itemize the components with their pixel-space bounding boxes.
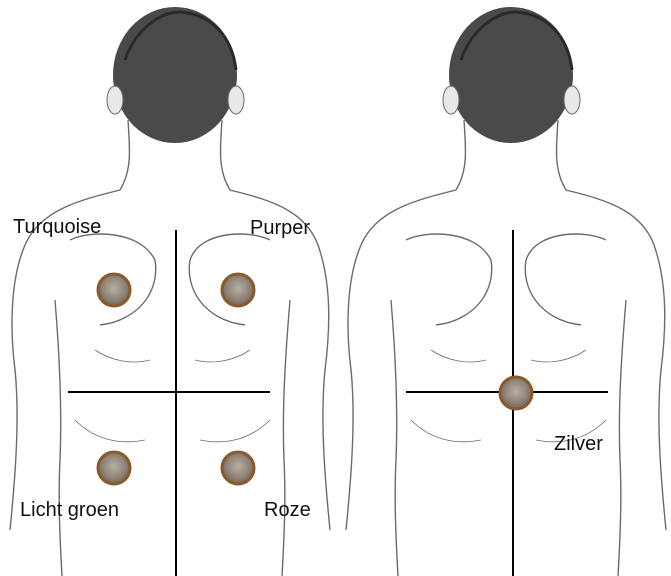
- right-back-figure: [336, 0, 671, 576]
- label-turquoise: Turquoise: [13, 217, 101, 237]
- label-licht-groen: Licht groen: [20, 500, 119, 520]
- left-back-figure-panel: Turquoise Purper Licht groen Roze: [0, 0, 335, 576]
- dot-top-right: [222, 274, 254, 306]
- left-back-figure: [0, 0, 335, 576]
- dot-center: [500, 377, 532, 409]
- dot-top-left: [98, 274, 130, 306]
- label-roze: Roze: [264, 500, 311, 520]
- dot-bottom-right: [222, 452, 254, 484]
- label-zilver: Zilver: [554, 434, 603, 454]
- label-purper: Purper: [250, 218, 310, 238]
- body-outline: [346, 120, 666, 576]
- right-back-figure-panel: Zilver: [336, 0, 671, 576]
- dot-bottom-left: [98, 452, 130, 484]
